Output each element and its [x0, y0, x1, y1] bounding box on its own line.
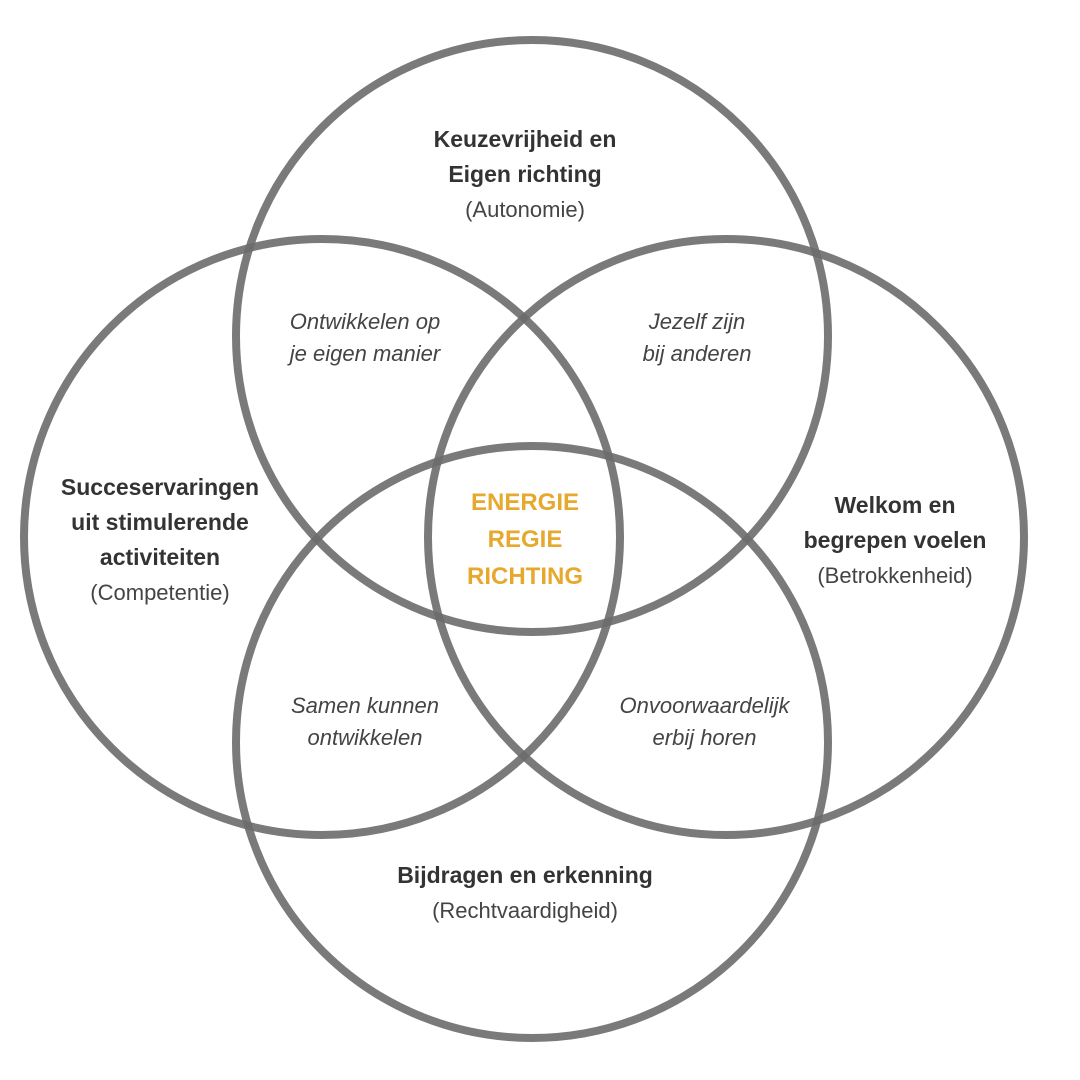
- betrokkenheid-sub: (Betrokkenheid): [817, 563, 973, 588]
- overlap-top-left-line1: Ontwikkelen op: [289, 309, 441, 334]
- autonomie-title-line2: Eigen richting: [448, 161, 602, 187]
- overlap-top-left: Ontwikkelen op je eigen manier: [245, 306, 485, 370]
- competentie-sub: (Competentie): [90, 580, 230, 605]
- circle-autonomie: [232, 36, 832, 636]
- overlap-bottom-right-line1: Onvoorwaardelijk: [619, 693, 790, 718]
- center-richting: RICHTING: [467, 563, 583, 590]
- overlap-bottom-right-line2: erbij horen: [652, 725, 757, 750]
- label-autonomie: Keuzevrijheid en Eigen richting (Autonom…: [375, 122, 675, 227]
- competentie-title-line1: Succeservaringen: [60, 474, 260, 500]
- rechtvaardigheid-sub: (Rechtvaardigheid): [432, 898, 618, 923]
- overlap-bottom-left-line2: ontwikkelen: [307, 725, 423, 750]
- betrokkenheid-title-line1: Welkom en: [834, 492, 956, 518]
- circle-rechtvaardigheid: [232, 442, 832, 1042]
- overlap-bottom-left-line1: Samen kunnen: [291, 693, 439, 718]
- rechtvaardigheid-title: Bijdragen en erkenning: [397, 862, 653, 888]
- overlap-top-left-line2: je eigen manier: [289, 341, 441, 366]
- label-competentie: Succeservaringen uit stimulerende activi…: [30, 470, 290, 610]
- betrokkenheid-title-line2: begrepen voelen: [803, 527, 987, 553]
- label-betrokkenheid: Welkom en begrepen voelen (Betrokkenheid…: [770, 488, 1020, 593]
- competentie-title-line2: uit stimulerende: [71, 509, 249, 535]
- overlap-top-right: Jezelf zijn bij anderen: [597, 306, 797, 370]
- overlap-bottom-left: Samen kunnen ontwikkelen: [255, 690, 475, 754]
- competentie-title-line3: activiteiten: [99, 544, 221, 570]
- center-regie: REGIE: [487, 526, 563, 553]
- label-rechtvaardigheid: Bijdragen en erkenning (Rechtvaardigheid…: [350, 858, 700, 928]
- center-energie: ENERGIE: [470, 489, 580, 516]
- circle-competentie: [20, 235, 624, 839]
- overlap-top-right-line2: bij anderen: [642, 341, 752, 366]
- circle-betrokkenheid: [424, 235, 1028, 839]
- overlap-bottom-right: Onvoorwaardelijk erbij horen: [582, 690, 827, 754]
- center-label: ENERGIE REGIE RICHTING: [440, 484, 610, 595]
- overlap-top-right-line1: Jezelf zijn: [648, 309, 746, 334]
- autonomie-sub: (Autonomie): [465, 197, 585, 222]
- autonomie-title-line1: Keuzevrijheid en: [433, 126, 617, 152]
